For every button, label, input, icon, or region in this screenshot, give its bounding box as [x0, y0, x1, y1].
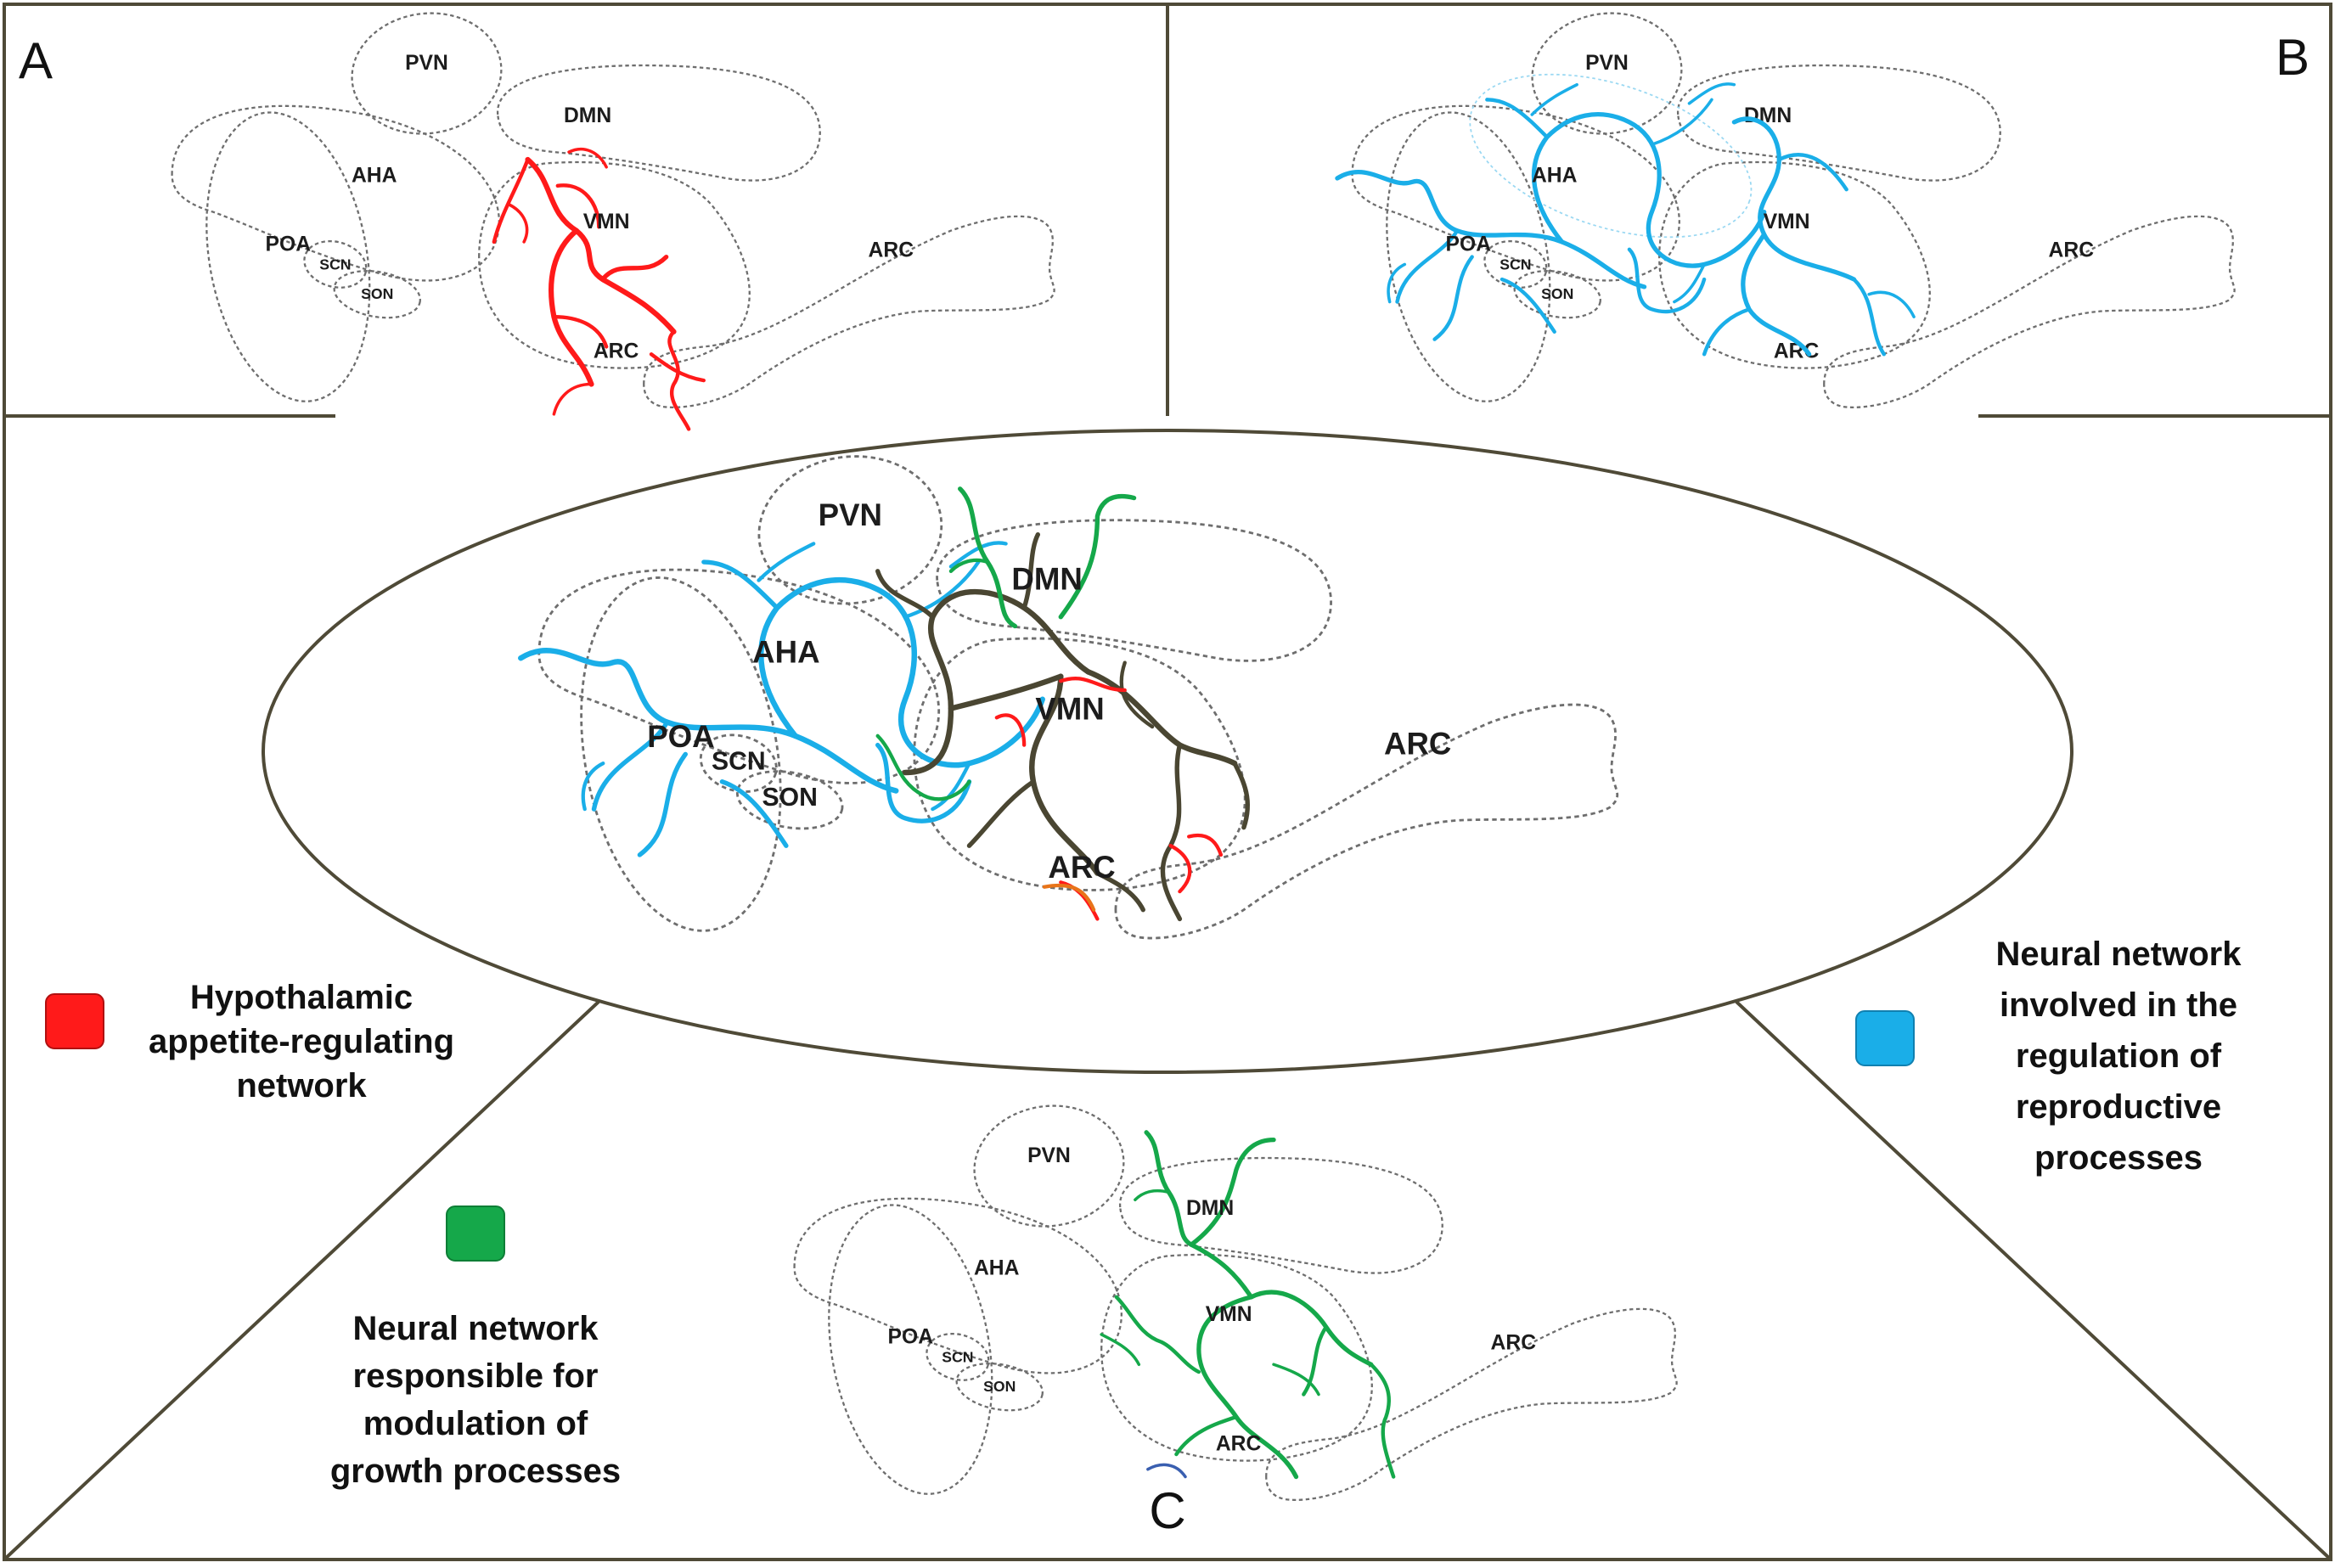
divider-c-left	[3, 1000, 600, 1561]
label-vmn: VMN	[583, 211, 630, 233]
label-aha: AHA	[352, 164, 397, 187]
label-scn: SCN	[319, 256, 351, 273]
label-pvn: PVN	[1027, 1144, 1071, 1167]
label-scn: SCN	[942, 1349, 973, 1366]
legend-line: appetite-regulating	[149, 1023, 454, 1060]
label-pvn: PVN	[1585, 52, 1629, 75]
label-arc-sub: ARC	[1048, 850, 1115, 885]
central-ellipse	[262, 429, 2073, 1074]
legend-line: growth processes	[330, 1453, 621, 1490]
label-poa: POA	[266, 233, 312, 256]
reproductive-network-swatch	[1855, 1010, 1915, 1066]
panel-b-diagram: POA AHA PVN DMN VMN ARC ARC SCN SON	[1337, 3, 2236, 416]
label-arc-main: ARC	[869, 239, 914, 262]
label-dmn: DMN	[1744, 104, 1792, 127]
panel-c-diagram: POA AHA PVN DMN VMN ARC ARC SCN SON	[793, 1095, 1678, 1509]
appetite-network-swatch	[45, 993, 104, 1049]
label-aha: AHA	[1532, 164, 1578, 187]
legend-line: processes	[2034, 1139, 2203, 1177]
legend-line: responsible for	[353, 1357, 599, 1395]
legend-line: Neural network	[353, 1310, 599, 1347]
label-son: SON	[983, 1378, 1016, 1395]
growth-network-legend: Neural network responsible for modulatio…	[330, 1310, 621, 1490]
label-aha: AHA	[974, 1256, 1020, 1279]
aha-highlight-outline	[1469, 73, 1753, 239]
growth-network-swatch	[446, 1206, 505, 1262]
label-scn: SCN	[712, 748, 766, 776]
label-son: SON	[762, 784, 817, 812]
label-arc-sub: ARC	[594, 340, 639, 363]
label-dmn: DMN	[1011, 561, 1082, 596]
appetite-network	[494, 149, 704, 430]
legend-line: reproductive	[2016, 1088, 2221, 1126]
reproductive-network-vmn	[1704, 119, 1914, 354]
legend-line: modulation of	[363, 1405, 588, 1442]
integrated-network-diagram: POA AHA PVN DMN VMN ARC ARC SCN SON	[520, 443, 1619, 948]
label-pvn: PVN	[405, 52, 448, 75]
label-dmn: DMN	[564, 104, 611, 127]
label-poa: POA	[888, 1326, 934, 1349]
minor-orange-fiber	[1042, 883, 1096, 912]
label-vmn: VMN	[1764, 211, 1810, 233]
panel-letter-b: B	[2276, 29, 2310, 86]
reproductive-network-legend: Neural network involved in the regulatio…	[1996, 936, 2242, 1177]
panel-letter-c: C	[1149, 1482, 1185, 1539]
label-scn: SCN	[1499, 256, 1531, 273]
label-aha: AHA	[752, 635, 819, 670]
label-son: SON	[1541, 285, 1573, 302]
label-arc-main: ARC	[2049, 239, 2095, 262]
legend-line: Neural network	[1996, 936, 2242, 973]
label-arc-main: ARC	[1384, 726, 1451, 761]
legend-line: regulation of	[2016, 1037, 2222, 1075]
label-poa: POA	[1446, 233, 1492, 256]
label-poa: POA	[647, 719, 714, 754]
panel-letter-a: A	[19, 32, 53, 89]
label-son: SON	[361, 285, 393, 302]
label-vmn: VMN	[1206, 1303, 1252, 1326]
minor-blue-fiber	[1146, 1463, 1187, 1479]
legend-line: involved in the	[2000, 986, 2237, 1024]
panel-frame	[3, 3, 2332, 1561]
label-arc-main: ARC	[1491, 1332, 1537, 1355]
label-pvn: PVN	[819, 497, 882, 532]
appetite-network-legend: Hypothalamic appetite-regulating network	[149, 979, 454, 1104]
label-vmn: VMN	[1035, 691, 1104, 726]
legend-line: network	[236, 1067, 367, 1104]
legend-line: Hypothalamic	[190, 979, 413, 1016]
label-arc-sub: ARC	[1216, 1433, 1262, 1456]
label-dmn: DMN	[1186, 1197, 1234, 1220]
divider-c-right	[1735, 1000, 2332, 1561]
panel-a-diagram: POA AHA PVN DMN VMN ARC ARC SCN SON	[171, 3, 1055, 430]
